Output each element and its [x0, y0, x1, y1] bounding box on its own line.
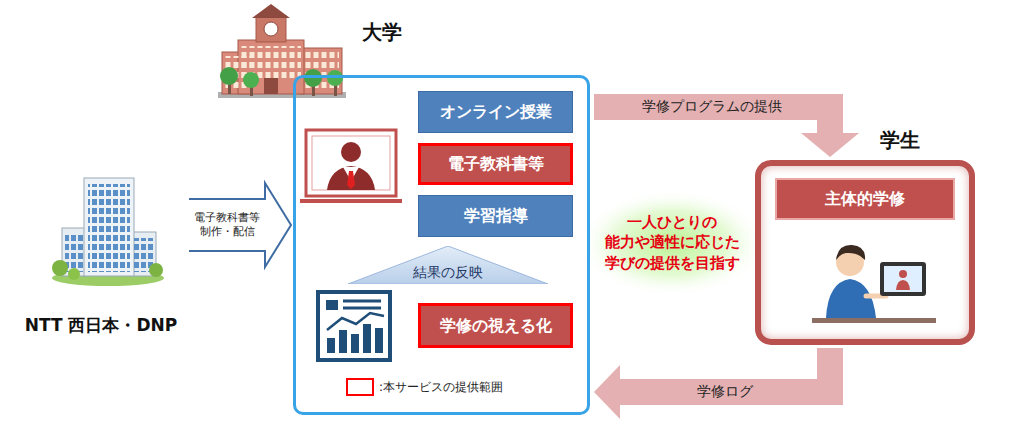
- teacher-monitor-icon-part: [312, 136, 390, 190]
- flow-arrow: [594, 107, 859, 157]
- legend-item: :本サービスの提供範囲: [346, 378, 503, 396]
- arrow-label: 学修ログ: [697, 383, 753, 401]
- goal-note: 一人ひとりの 能力や適性に応じた 学びの提供を目指す: [596, 212, 748, 273]
- university-building-icon-part: [264, 78, 278, 94]
- office-building-icon-part: [65, 234, 85, 272]
- feedback-triangle: 結果の反映: [348, 246, 548, 284]
- teacher-monitor-icon-part: [300, 199, 402, 203]
- arrow-body: [594, 107, 830, 135]
- arrow-body: [618, 348, 830, 392]
- chart-icon-part: [327, 338, 335, 353]
- legend: :本サービスの提供範囲: [346, 378, 503, 396]
- university-building-icon-part: [220, 67, 238, 85]
- office-building-icon-part: [88, 184, 130, 272]
- learning-box: 主体的学修: [775, 178, 955, 220]
- student-illustration-part: [812, 318, 936, 323]
- arrow-head: [801, 133, 859, 157]
- teacher-monitor-icon: [300, 130, 402, 203]
- legend-swatch: [346, 378, 374, 396]
- arrow-head: [265, 183, 291, 267]
- chart-icon-part: [343, 300, 381, 303]
- student-illustration-part: [899, 270, 907, 278]
- teacher-monitor-icon-part: [341, 142, 361, 162]
- provided-service-box: 学修の視える化: [418, 303, 573, 348]
- chart-icon-part: [318, 292, 390, 360]
- flow-arrow: [189, 183, 291, 267]
- arrow-label: 学修プログラムの提供: [642, 98, 782, 116]
- chart-icon-part: [363, 324, 371, 353]
- box-label: NTT 西日本・DNP: [25, 315, 178, 335]
- student-illustration-part: [884, 266, 922, 292]
- student-illustration-part: [836, 245, 865, 260]
- box-label: オンライン授業: [440, 102, 552, 121]
- service-box: 学習指導: [418, 195, 573, 237]
- university-building-icon-part: [327, 70, 343, 86]
- arrow-body: [189, 200, 267, 250]
- student-illustration: [812, 245, 936, 323]
- panel-heading: 学生: [880, 128, 920, 152]
- office-building-icon-part: [68, 268, 80, 280]
- chart-icon-part: [326, 300, 338, 310]
- university-building-icon-part: [264, 22, 278, 36]
- teacher-monitor-icon-part: [306, 130, 396, 196]
- box-label: 学修の視える化: [440, 316, 552, 335]
- chart-icon-part: [343, 307, 381, 310]
- box-label: 電子教科書等: [448, 154, 544, 173]
- flow-arrow: [594, 348, 830, 419]
- provided-service-box: 電子教科書等: [418, 143, 573, 185]
- university-panel: オンライン授業電子教科書等学習指導結果の反映学修の視える化大学:本サービスの提供…: [293, 75, 590, 415]
- student-illustration-part: [880, 262, 926, 296]
- office-building-icon-part: [149, 263, 163, 277]
- teacher-monitor-icon-part: [327, 166, 375, 190]
- university-building-icon-part: [304, 69, 322, 87]
- student-illustration-part: [896, 280, 910, 290]
- chart-icon-part: [351, 334, 359, 353]
- university-building-icon-part: [256, 16, 286, 42]
- glow-background-part: [578, 189, 766, 297]
- office-building-icon-part: [52, 260, 68, 276]
- chart-icon-part: [327, 313, 384, 330]
- glow-background: [578, 189, 766, 297]
- teacher-monitor-icon-part: [347, 171, 355, 189]
- office-building-icon: [52, 178, 164, 286]
- chart-icon-part: [339, 330, 347, 353]
- university-building-icon-part: [252, 4, 290, 18]
- student-panel: 主体的学修学生: [755, 160, 975, 345]
- legend-text: :本サービスの提供範囲: [379, 379, 503, 396]
- panel-heading: 大学: [362, 20, 402, 44]
- organization-icon-node: NTT 西日本・DNP: [15, 170, 187, 335]
- triangle-shape: [348, 246, 548, 284]
- service-box: オンライン授業: [418, 91, 573, 133]
- chart-icon-part: [375, 328, 383, 353]
- arrow-outline: [189, 198, 267, 252]
- box-label: 主体的学修: [825, 189, 905, 208]
- arrow-label: 電子教科書等 制作・配信: [192, 211, 262, 239]
- box-label: 結果の反映: [413, 264, 483, 281]
- university-building-icon-part: [243, 72, 259, 88]
- arrow-head: [594, 365, 620, 419]
- university-building-icon: [218, 4, 346, 98]
- office-building-icon-part: [84, 178, 134, 276]
- chart-icon-part: [327, 313, 384, 330]
- box-label: 学習指導: [464, 206, 528, 225]
- chart-icon: [318, 292, 390, 360]
